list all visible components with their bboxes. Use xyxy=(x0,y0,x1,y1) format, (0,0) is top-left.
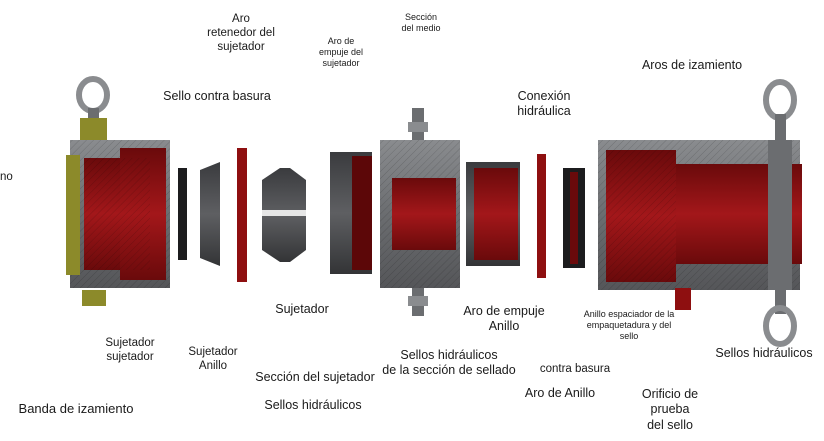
label-aro-retenedor: Aro retenedor del sujetador xyxy=(207,13,275,54)
label-conexion-hidraulica: Conexión hidráulica xyxy=(517,89,571,119)
label-aros-izamiento: Aros de izamiento xyxy=(641,58,743,72)
label-seccion-medio: Sección del medio xyxy=(401,12,441,33)
label-sellos-hidraulicos-bottom: Sellos hidráulicos xyxy=(264,398,362,412)
wiper-seal-ring xyxy=(178,168,187,260)
label-sujetador-sujetador: Sujetador sujetador xyxy=(105,337,155,364)
middle-section xyxy=(380,108,460,316)
label-aro-de-anillo: Aro de Anillo xyxy=(524,386,596,400)
right-housing xyxy=(598,140,802,310)
label-contra-basura: contra basura xyxy=(539,363,611,375)
label-sello-contra-basura: Sello contra basura xyxy=(163,89,271,103)
right-lifting-eye-top xyxy=(763,79,797,144)
hydraulic-thrust-ring xyxy=(466,162,520,266)
label-banda-izamiento: Banda de izamiento xyxy=(18,401,134,416)
thrust-ring-thin xyxy=(237,148,247,282)
label-aro-empuje-sujetador: Aro de empuje del sujetador xyxy=(318,36,364,68)
label-sujetador: Sujetador xyxy=(275,302,329,316)
right-lifting-eye-bottom xyxy=(763,288,797,347)
label-orificio-prueba: Orificio de prueba del sello xyxy=(641,387,699,432)
label-sujetador-anillo: Sujetador Anillo xyxy=(188,346,238,373)
pusher-ring xyxy=(330,152,372,274)
label-sellos-hidraulicos-right: Sellos hidráulicos xyxy=(715,346,813,360)
retaining-ring xyxy=(200,162,220,266)
label-seccion-sujetador: Sección del sujetador xyxy=(255,370,375,384)
label-left-edge: no xyxy=(0,171,13,183)
wiper-seal-right xyxy=(563,168,585,268)
ring-thin-right xyxy=(537,154,546,278)
label-anillo-espaciador: Anillo espaciador de la empaquetadura y … xyxy=(583,309,675,341)
label-sellos-seccion-sellado: Sellos hidráulicos de la sección de sell… xyxy=(382,348,516,378)
left-housing xyxy=(66,76,170,306)
test-port xyxy=(675,288,691,310)
label-aro-empuje-anillo: Aro de empuje Anillo xyxy=(463,304,545,334)
clamp-segment xyxy=(262,168,306,262)
